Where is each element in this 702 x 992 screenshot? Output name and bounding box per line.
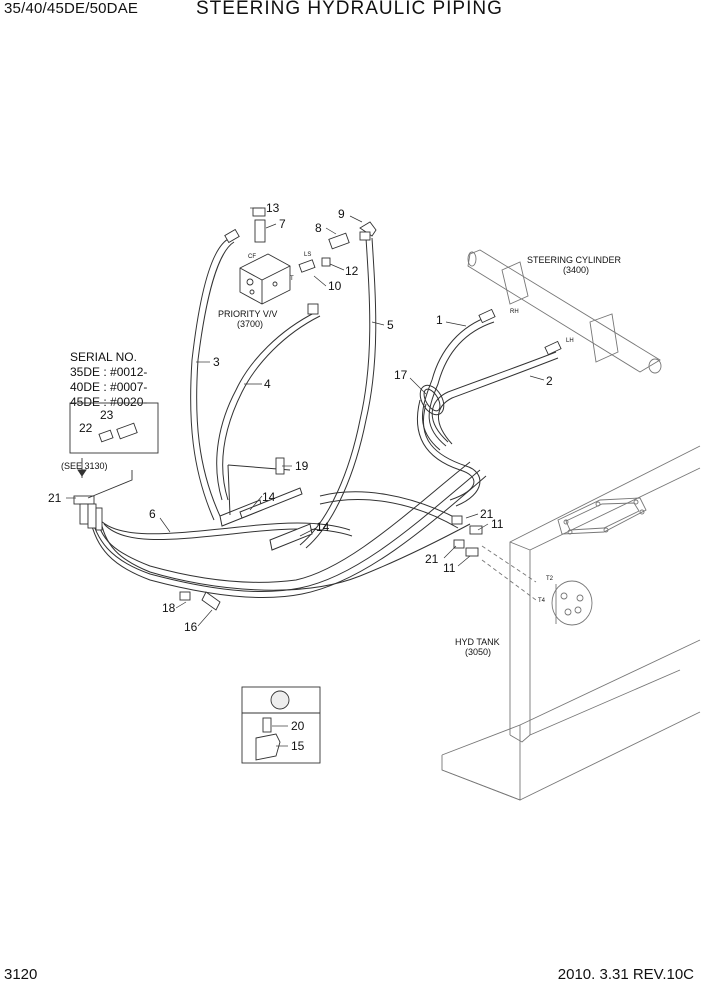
hose-grommet xyxy=(419,384,445,416)
callout-10: 10 xyxy=(328,279,342,293)
port-label-t: T xyxy=(290,276,294,282)
model-number: 35/40/45DE/50DAE xyxy=(4,0,139,17)
page-number: 3120 xyxy=(4,966,38,983)
callout-1: 1 xyxy=(436,313,443,327)
serial-line-35de: 35DE : #0012- xyxy=(70,365,147,379)
callout-16: 16 xyxy=(184,620,198,634)
callout-14-lower: 14 xyxy=(316,520,330,534)
serial-detail-box xyxy=(69,402,159,499)
hyd-tank-ref: (3050) xyxy=(465,647,491,657)
port-label-lh: LH xyxy=(566,338,574,344)
callout-2: 2 xyxy=(546,374,553,388)
priority-valve xyxy=(239,207,377,305)
priority-valve-ref: (3700) xyxy=(237,319,263,329)
priority-valve-label: PRIORITY V/V xyxy=(218,309,277,319)
callout-11-upper: 11 xyxy=(491,517,504,531)
page-title: STEERING HYDRAULIC PIPING xyxy=(196,0,503,19)
callout-6: 6 xyxy=(149,507,156,521)
callout-21-lower: 21 xyxy=(425,552,439,566)
steering-cylinder xyxy=(467,249,662,374)
callout-leaders xyxy=(66,207,545,747)
hyd-tank xyxy=(441,445,701,801)
hoses xyxy=(89,237,559,599)
see-3130-label: (SEE 3130) xyxy=(61,461,108,471)
hose-fittings xyxy=(73,228,562,611)
callout-18: 18 xyxy=(162,601,176,615)
callout-14-upper: 14 xyxy=(262,490,276,504)
port-label-ls: LS xyxy=(304,252,311,258)
callout-12: 12 xyxy=(345,264,359,278)
steering-cylinder-ref: (3400) xyxy=(563,265,589,275)
port-label-rh: RH xyxy=(510,309,519,315)
callout-13: 13 xyxy=(266,201,280,215)
serial-title: SERIAL NO. xyxy=(70,350,137,364)
callout-3: 3 xyxy=(213,355,220,369)
serial-line-45de: 45DE : #0020- xyxy=(70,395,147,409)
revision-date: 2010. 3.31 REV.10C xyxy=(557,966,694,983)
serial-line-40de: 40DE : #0007- xyxy=(70,380,147,394)
detail-box-clamp xyxy=(241,686,321,764)
callout-21-upper: 21 xyxy=(480,507,494,521)
callout-22: 22 xyxy=(79,421,93,435)
port-label-t2: T2 xyxy=(546,576,554,582)
callout-20: 20 xyxy=(291,719,305,733)
callout-7: 7 xyxy=(279,217,286,231)
callout-8: 8 xyxy=(315,221,322,235)
callout-9: 9 xyxy=(338,207,345,221)
callout-15: 15 xyxy=(291,739,305,753)
callout-5: 5 xyxy=(387,318,394,332)
callout-19: 19 xyxy=(295,459,309,473)
callout-17: 17 xyxy=(394,368,408,382)
callout-21-left: 21 xyxy=(48,491,62,505)
steering-cylinder-label: STEERING CYLINDER xyxy=(527,255,622,265)
port-label-t4: T4 xyxy=(538,598,546,604)
callout-11-lower: 11 xyxy=(443,561,456,575)
hyd-tank-label: HYD TANK xyxy=(455,637,500,647)
port-label-cf: CF xyxy=(248,254,256,260)
callout-4: 4 xyxy=(264,377,271,391)
callout-23: 23 xyxy=(100,408,114,422)
